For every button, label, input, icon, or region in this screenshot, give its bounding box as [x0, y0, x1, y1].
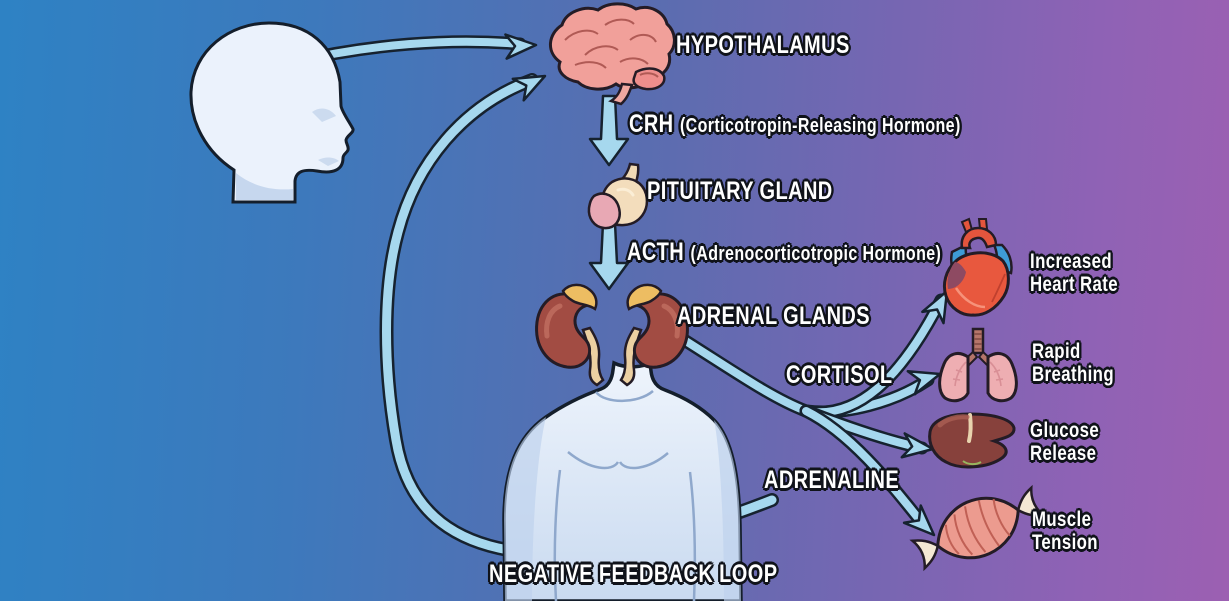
effect-liver-line2: Release — [1030, 442, 1097, 466]
pituitary-label: PITUITARY GLAND — [647, 177, 833, 205]
hypothalamus-label: HYPOTHALAMUS — [676, 31, 850, 59]
effect-heart-line1: Increased — [1030, 250, 1113, 273]
cortisol-adrenaline-trunk — [674, 331, 813, 418]
cortisol-label: CORTISOL — [786, 361, 893, 389]
pituitary-icon — [587, 162, 649, 230]
head-silhouette — [189, 21, 355, 204]
effect-label-heart-rate: Increased Heart Rate — [1030, 250, 1118, 296]
liver-icon — [928, 412, 1016, 469]
effect-liver-line1: Glucose — [1030, 419, 1100, 442]
acth-abbr: ACTH — [627, 238, 685, 266]
lungs-icon — [938, 327, 1018, 403]
acth-full-name: (Adrenocorticotropic Hormone) — [690, 243, 942, 265]
adrenaline-label: ADRENALINE — [764, 466, 900, 494]
effect-muscle-line1: Muscle — [1032, 508, 1092, 531]
heart-icon — [942, 217, 1013, 317]
brain-icon — [549, 2, 676, 106]
crh-label: CRH (Corticotropin-Releasing Hormone) — [629, 110, 961, 139]
torso-silhouette — [502, 360, 743, 601]
adrenal-glands-icon — [535, 285, 688, 385]
negative-feedback-label: NEGATIVE FEEDBACK LOOP — [489, 560, 778, 588]
effect-heart-line2: Heart Rate — [1030, 273, 1119, 297]
crh-arrow — [588, 94, 630, 167]
effect-lungs-line1: Rapid — [1032, 340, 1081, 363]
effect-lungs-line2: Breathing — [1032, 363, 1115, 387]
crh-full-name: (Corticotropin-Releasing Hormone) — [679, 115, 961, 137]
effect-label-glucose: Glucose Release — [1030, 419, 1099, 465]
acth-arrow — [588, 221, 630, 291]
effect-label-breathing: Rapid Breathing — [1032, 340, 1114, 386]
effect-muscle-line2: Tension — [1032, 531, 1098, 555]
effect-label-muscle: Muscle Tension — [1032, 508, 1098, 554]
crh-abbr: CRH — [629, 110, 674, 138]
acth-label: ACTH (Adrenocorticotropic Hormone) — [627, 238, 941, 267]
muscle-icon — [909, 484, 1047, 572]
arrow-to-muscle — [799, 404, 944, 545]
adrenal-glands-label: ADRENAL GLANDS — [677, 302, 871, 330]
